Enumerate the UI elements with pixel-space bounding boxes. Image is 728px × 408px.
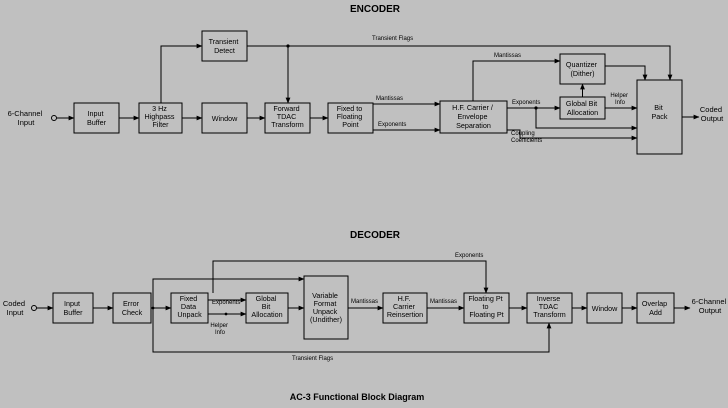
enc-bit-pack: Bit Pack — [636, 79, 683, 155]
dec-global-bit-allocation: Global Bit Allocation — [245, 292, 289, 324]
enc-fixed-to-floating: Fixed to Floating Point — [327, 102, 374, 134]
svg-text:Quantizer (Dither): Quantizer (Dither) — [566, 60, 599, 78]
dec-inverse-tdac: Inverse TDAC Transform — [526, 292, 573, 324]
svg-text:Transient Detect: Transient Detect — [209, 37, 241, 55]
enc-label-exponents: Exponents — [378, 122, 406, 128]
dec-floating-to-fixed: Floating Pt to Floating Pt — [463, 292, 510, 324]
enc-window: Window — [201, 102, 248, 134]
enc-highpass-filter: 3 Hz Highpass Filter — [138, 102, 183, 134]
enc-forward-tdac: Forward TDAC Transform — [264, 102, 311, 134]
enc-label-exponents-2: Exponents — [512, 100, 540, 106]
dec-label-transient-flags: Transient Flags — [292, 356, 333, 362]
encoder-input-terminal — [51, 115, 57, 121]
dec-overlap-add: Overlap Add — [636, 292, 675, 324]
dec-input-buffer: Input Buffer — [52, 292, 94, 324]
svg-text:Input Buffer: Input Buffer — [63, 299, 83, 317]
svg-text:Forward TDAC Trans: Forward TDAC Transform — [271, 104, 303, 129]
diagram-caption: AC-3 Functional Block Diagram — [290, 392, 425, 402]
svg-text:Global Bit Allocation: Global Bit Allocation — [566, 99, 599, 117]
dec-label-mantissas-1: Mantissas — [351, 299, 378, 305]
encoder-input-label: 6-Channel Input — [8, 109, 45, 127]
decoder-input-terminal — [31, 305, 37, 311]
enc-transient-detect: Transient Detect — [201, 30, 248, 62]
decoder-output-label: 6-Channel Output — [692, 297, 728, 315]
svg-text:3 Hz Highpass Filt: 3 Hz Highpass Filter — [145, 104, 177, 129]
svg-text:Variable Format Un: Variable Format Unpack (Undither) — [310, 291, 342, 324]
dec-label-mantissas-2: Mantissas — [430, 299, 457, 305]
dec-label-helper-info: Helper Info — [210, 323, 229, 336]
dec-hf-carrier-reinsertion: H.F. Carrier Reinsertion — [382, 292, 428, 324]
dec-variable-format-unpack: Variable Format Unpack (Undither) — [303, 275, 349, 340]
dec-window: Window — [586, 292, 623, 324]
dec-error-check: Error Check — [112, 292, 152, 324]
svg-text:Fixed to Floating: Fixed to Floating Point — [337, 104, 365, 129]
svg-text:Error Check: Error Check — [122, 299, 143, 317]
svg-text:H.F. Carrier Reins: H.F. Carrier Reinsertion — [387, 294, 423, 319]
svg-text:H.F. Carrier / Envelope: H.F. Carrier / Envelope Separation — [452, 103, 495, 130]
dec-label-exponents: Exponents — [212, 300, 240, 306]
svg-text:Bit Pack: Bit Pack — [652, 103, 668, 121]
decoder-input-label: Coded Input — [3, 299, 27, 317]
svg-text:Window: Window — [592, 304, 618, 313]
dec-fixed-data-unpack: Fixed Data Unpack — [170, 292, 209, 324]
enc-hf-carrier-separation: H.F. Carrier / Envelope Separation — [439, 100, 508, 134]
enc-input-buffer: Input Buffer — [73, 102, 120, 134]
svg-text:Window: Window — [212, 114, 238, 123]
enc-quantizer: Quantizer (Dither) — [559, 53, 606, 85]
svg-text:Input Buffer: Input Buffer — [87, 109, 107, 127]
svg-text:Inverse TDAC Trans: Inverse TDAC Transform — [533, 294, 565, 319]
svg-text:Global Bit Allocat: Global Bit Allocation — [251, 294, 282, 319]
enc-label-mantissas-top: Mantissas — [494, 53, 521, 59]
encoder-connections — [57, 43, 700, 141]
encoder-output-label: Coded Output — [700, 105, 724, 123]
enc-label-helper-info: Helper Info — [610, 93, 629, 106]
enc-global-bit-allocation: Global Bit Allocation — [559, 96, 606, 120]
dec-label-exponents-top: Exponents — [455, 253, 483, 259]
decoder-connections — [37, 260, 691, 353]
svg-text:Fixed Data Unpack: Fixed Data Unpack — [177, 294, 202, 319]
enc-label-coupling-coefficients: Coupling Coefficients — [511, 131, 542, 144]
enc-label-mantissas: Mantissas — [376, 96, 403, 102]
decoder-title: DECODER — [350, 230, 401, 241]
svg-text:Overlap Add: Overlap Add — [642, 299, 669, 317]
enc-label-transient-flags: Transient Flags — [372, 36, 413, 42]
encoder-title: ENCODER — [350, 4, 401, 15]
svg-text:Floating Pt to Flo: Floating Pt to Floating Pt — [468, 294, 504, 319]
